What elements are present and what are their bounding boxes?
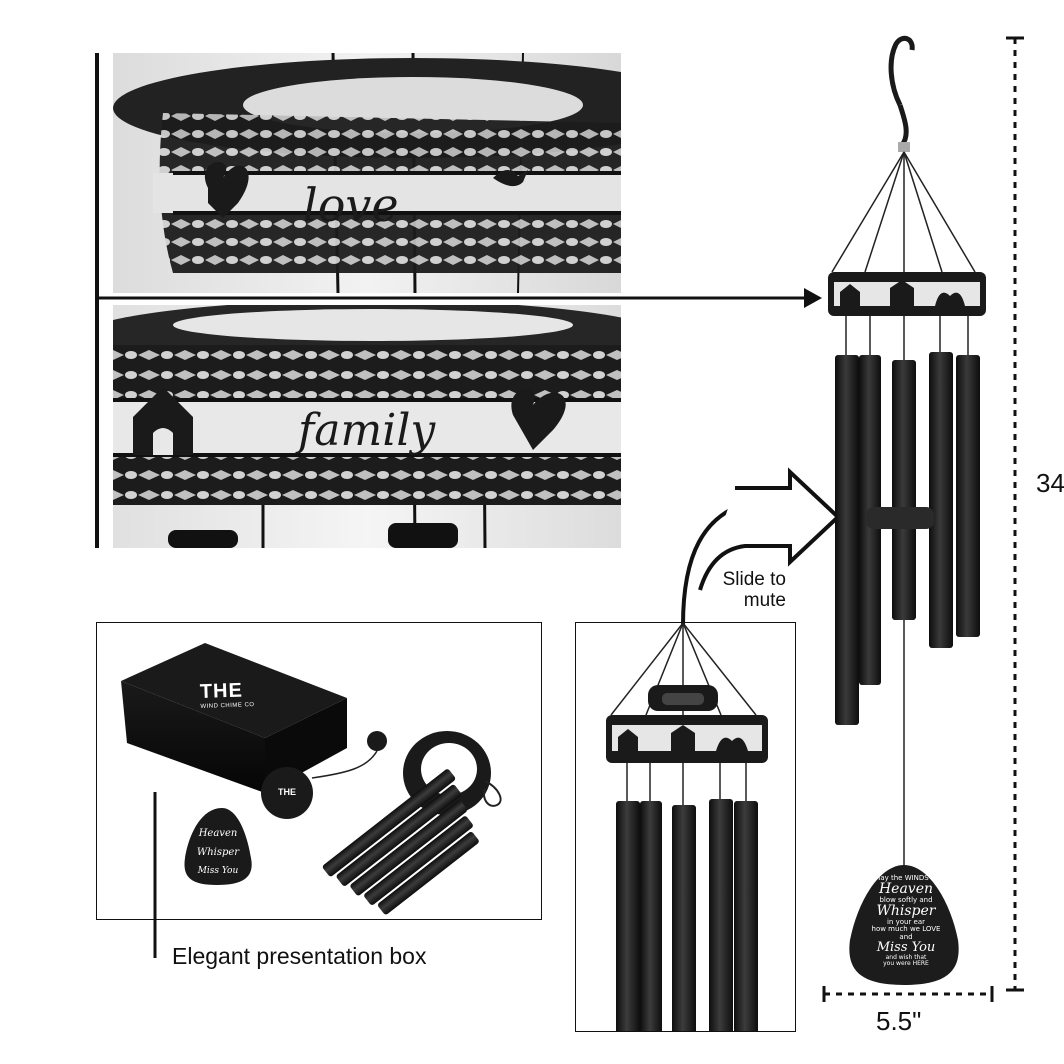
- presentation-box-caption: Elegant presentation box: [172, 943, 427, 969]
- tag-line-7: and: [899, 932, 913, 941]
- muted-chime-illustration: [606, 623, 768, 1031]
- svg-text:THE: THE: [278, 787, 296, 797]
- muted-chime-frame: [575, 622, 796, 1032]
- main-wind-chime: [828, 35, 986, 985]
- memorial-tag-text: May the WINDS of Heaven blow softly and …: [852, 874, 960, 968]
- slide-to-mute-label: Slide to mute: [700, 569, 786, 612]
- slide-label-line-1: Slide to: [722, 569, 786, 590]
- presentation-box-frame: THE Heaven Whisper Miss You: [96, 622, 542, 920]
- tag-line-9: and wish that: [885, 953, 927, 961]
- closeup-photo-family: family: [113, 305, 621, 548]
- svg-text:Miss You: Miss You: [197, 866, 239, 876]
- tag-line-1: May the WINDS of: [874, 874, 938, 882]
- love-script-text: love: [303, 178, 399, 232]
- svg-text:Heaven: Heaven: [198, 828, 238, 839]
- tag-line-5: in your ear: [886, 918, 926, 927]
- tag-line-2: Heaven: [878, 881, 934, 898]
- family-script-text: family: [295, 405, 436, 456]
- box-logo: THE WIND CHIME CO: [199, 679, 255, 709]
- presentation-box-illustration: THE Heaven Whisper Miss You: [121, 643, 502, 915]
- slide-label-line-2: mute: [743, 589, 786, 611]
- tag-line-4: Whisper: [876, 903, 936, 920]
- love-ring-illustration: love: [113, 53, 621, 293]
- height-dimension-label: 34: [1036, 468, 1064, 498]
- closeup-photo-love: love: [113, 53, 621, 293]
- tag-line-3: blow softly and: [879, 896, 933, 905]
- svg-text:Whisper: Whisper: [197, 847, 240, 858]
- box-brand-name: THE: [199, 679, 244, 703]
- width-dimension-label: 5.5": [876, 1006, 922, 1036]
- tag-line-6: how much we LOVE: [871, 925, 941, 934]
- tag-line-8: Miss You: [876, 940, 936, 956]
- family-ring-illustration: family: [113, 305, 621, 548]
- tag-line-10: you were HERE: [883, 960, 929, 968]
